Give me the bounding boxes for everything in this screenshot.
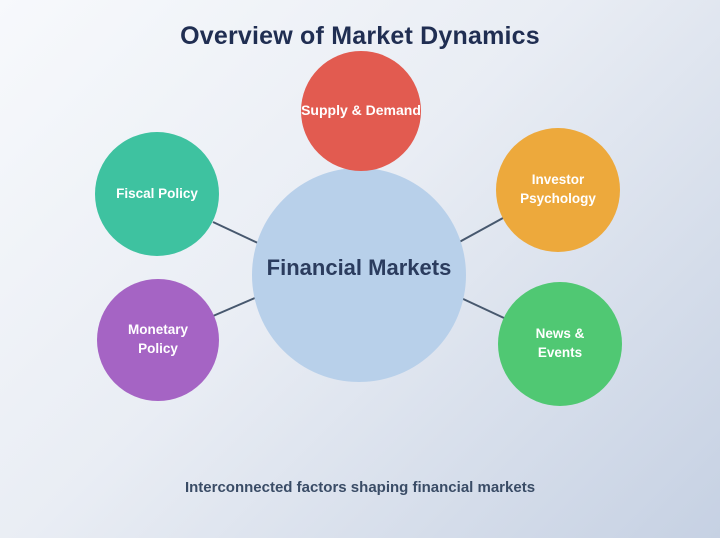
page-title: Overview of Market Dynamics (180, 22, 540, 50)
node-supply-demand-label: Supply & Demand (301, 102, 421, 119)
caption-text: Interconnected factors shaping financial… (184, 479, 536, 496)
node-news-events: News & Events (498, 282, 622, 406)
node-monetary-policy: Monetary Policy (97, 279, 219, 401)
node-financial-markets: Financial Markets (252, 168, 466, 382)
node-fiscal-policy: Fiscal Policy (95, 132, 219, 256)
node-monetary-policy-label: Monetary Policy (127, 322, 188, 356)
node-supply-demand: Supply & Demand (301, 51, 421, 171)
node-investor-psychology: Investor Psychology (496, 128, 620, 252)
node-fiscal-policy-label: Fiscal Policy (116, 185, 198, 201)
node-financial-markets-label: Financial Markets (266, 254, 452, 280)
node-investor-psychology-label: Investor Psychology (520, 172, 596, 206)
node-news-events-label: News & Events (535, 326, 585, 360)
